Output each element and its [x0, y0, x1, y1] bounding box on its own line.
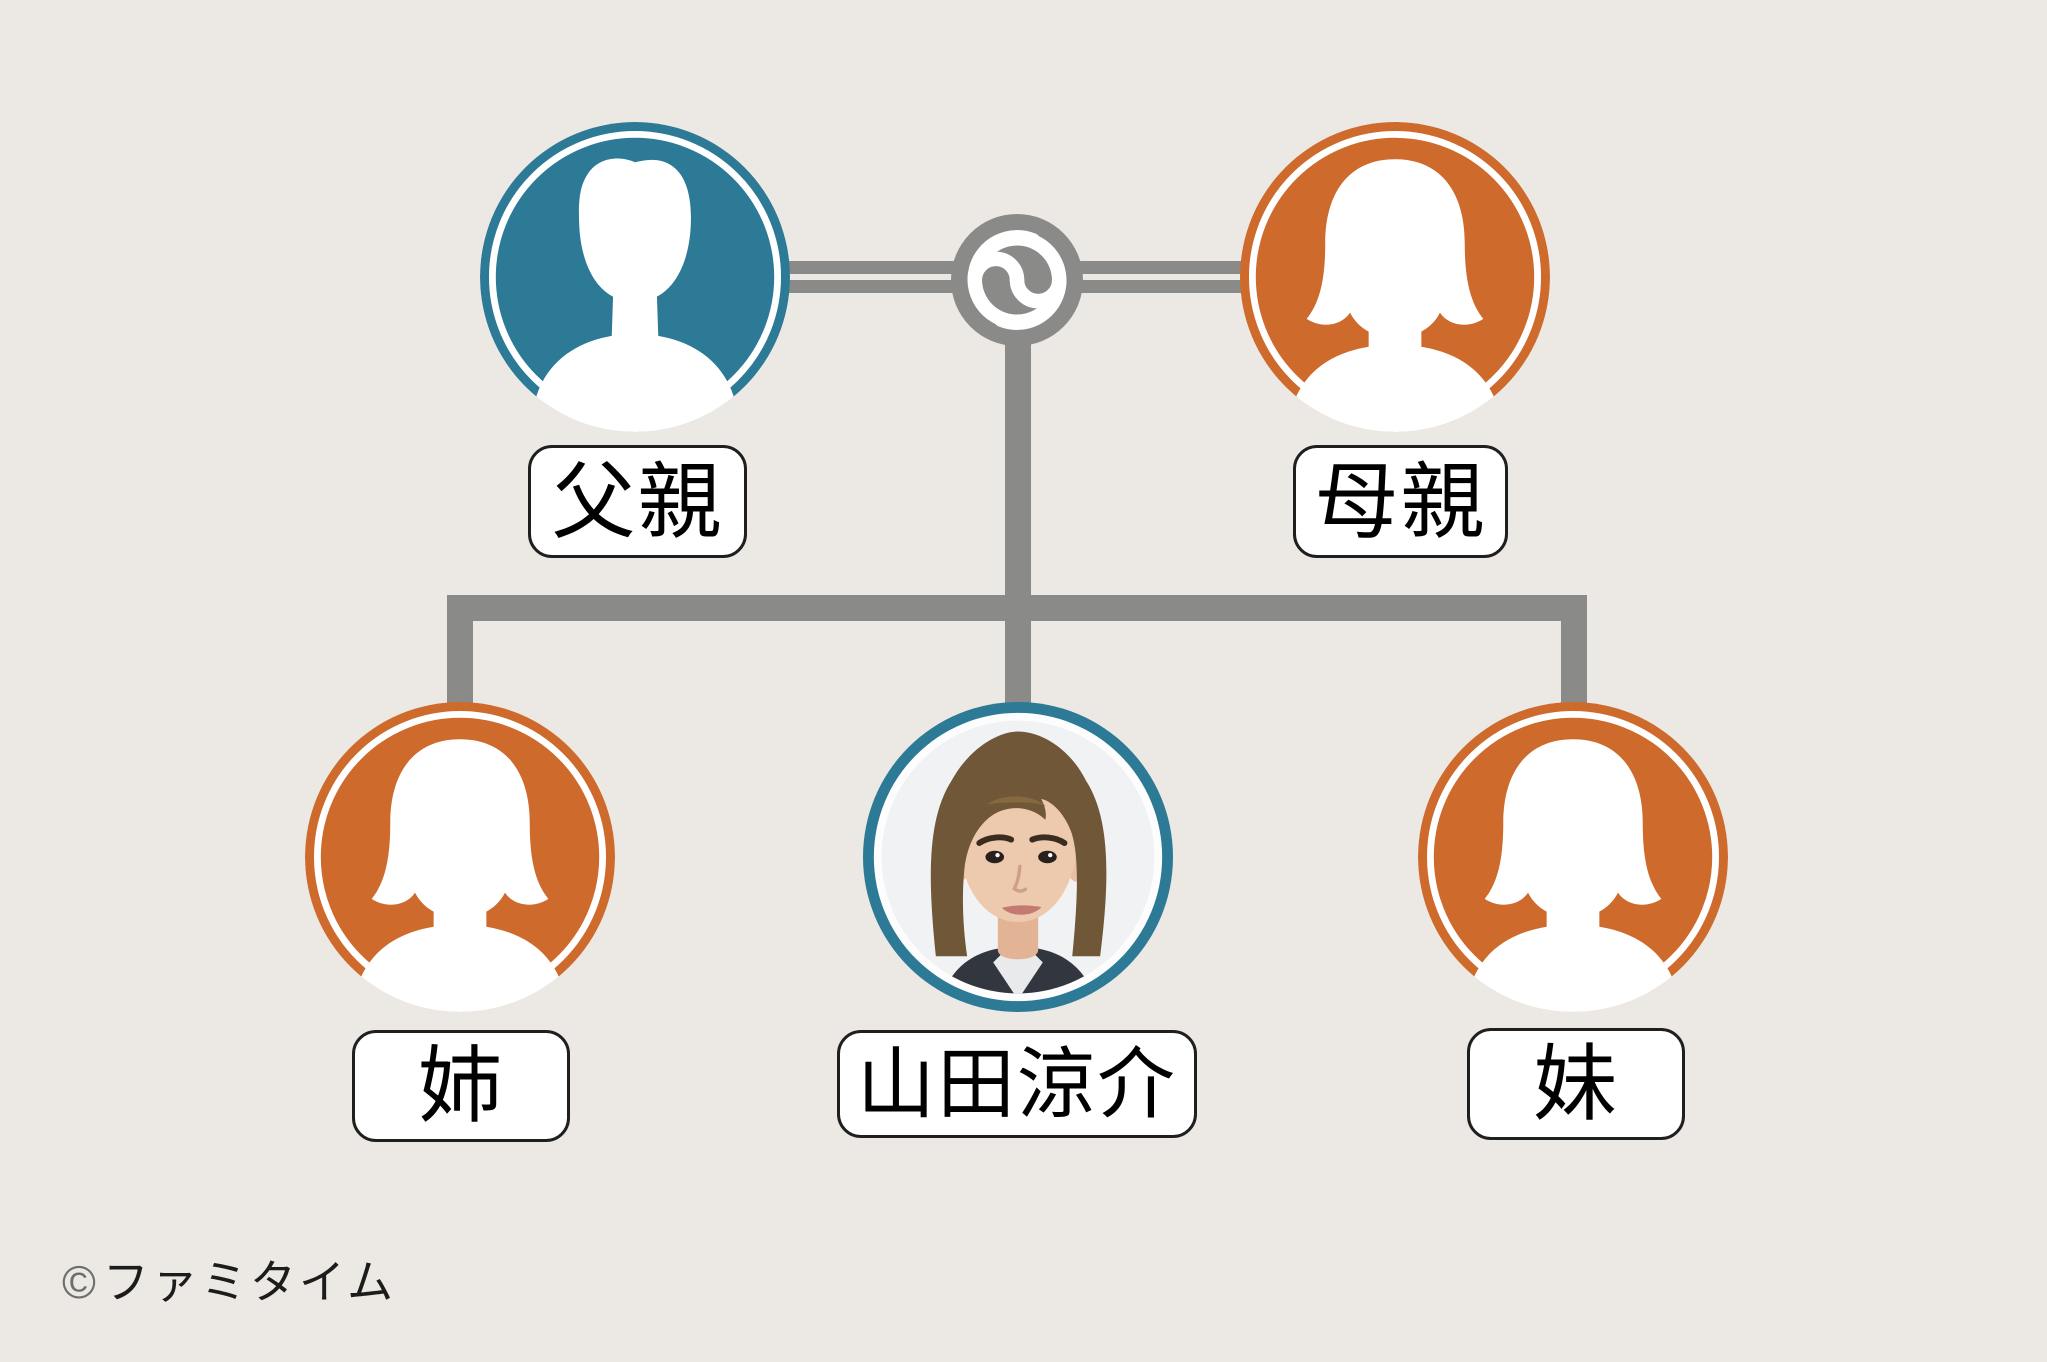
sibling-bar-line	[447, 595, 1587, 621]
younger-sister-label-text: 妹	[1532, 1037, 1619, 1131]
female-silhouette-icon	[1418, 702, 1728, 1012]
marriage-swirl-icon	[951, 214, 1083, 346]
node-elder-sister-avatar	[305, 702, 615, 1012]
node-younger-sister-avatar	[1418, 702, 1728, 1012]
elder-sister-label: 姉	[352, 1030, 570, 1142]
mother-label: 母親	[1293, 445, 1508, 558]
node-father-avatar	[480, 122, 790, 432]
mother-label-text: 母親	[1314, 454, 1487, 549]
male-silhouette-icon	[480, 122, 790, 432]
younger-sister-label: 妹	[1467, 1028, 1685, 1140]
portrait-photo	[863, 702, 1173, 1012]
copyright-text: ©ファミタイム	[62, 1246, 396, 1312]
copyright-name: ファミタイム	[102, 1256, 396, 1308]
copyright-symbol: ©	[62, 1256, 99, 1308]
elder-sister-label-text: 姉	[417, 1039, 504, 1133]
father-label: 父親	[528, 445, 747, 558]
node-mother-avatar	[1240, 122, 1550, 432]
father-label-text: 父親	[551, 454, 724, 549]
female-silhouette-icon	[305, 702, 615, 1012]
self-label: 山田涼介	[837, 1030, 1197, 1138]
female-silhouette-icon	[1240, 122, 1550, 432]
node-self-avatar	[863, 702, 1173, 1012]
self-label-text: 山田涼介	[856, 1040, 1177, 1128]
